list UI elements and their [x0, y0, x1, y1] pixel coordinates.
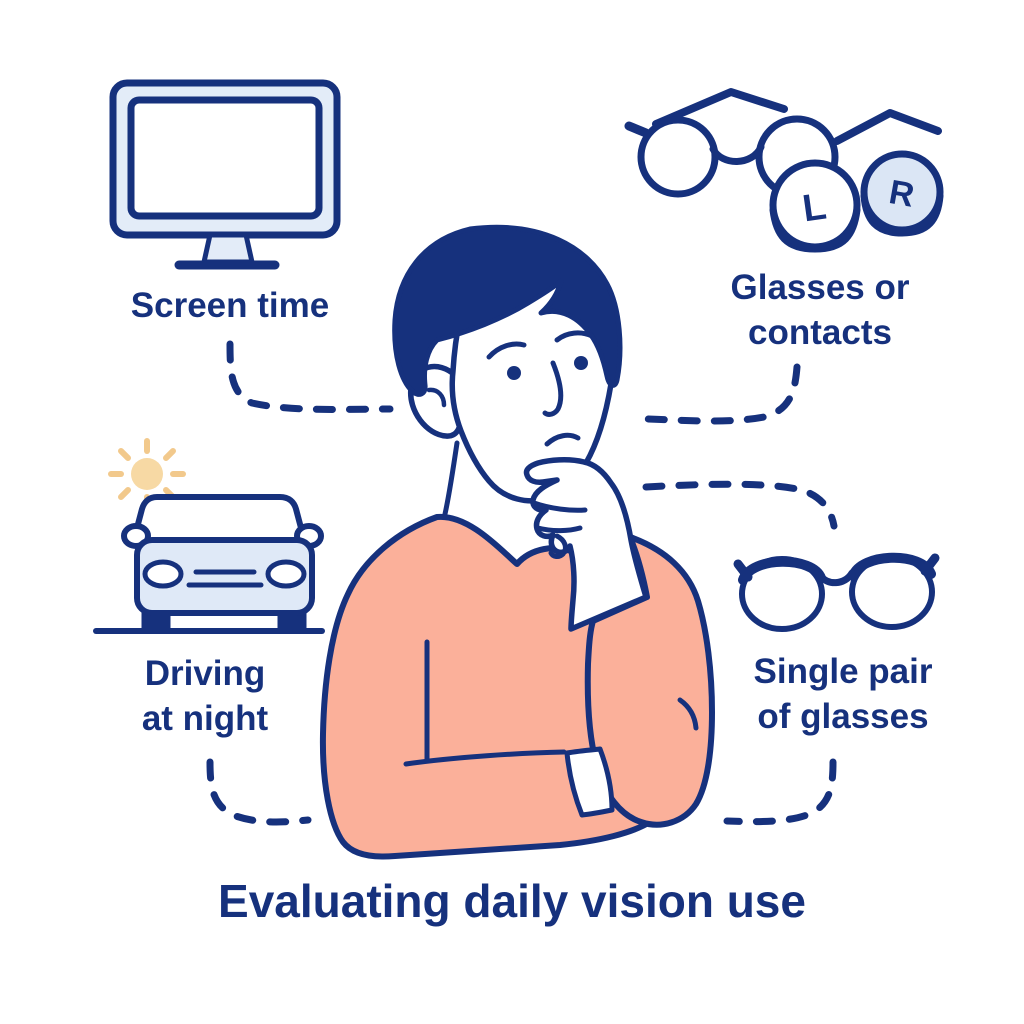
- eyebrow-right: [554, 330, 595, 343]
- connector-single-glasses-label: [723, 758, 837, 826]
- label-single-pair-of-glasses: Single pair of glasses: [753, 652, 933, 736]
- contact-lens-left-letter: L: [800, 186, 829, 231]
- glasses-tab-right: [920, 553, 940, 576]
- connector-driving-label: [206, 758, 312, 826]
- finger-lines: [531, 500, 588, 559]
- single-glasses-icon: [733, 552, 940, 632]
- person-arm: [584, 534, 715, 828]
- glasses-contacts-icon: R L: [624, 88, 944, 253]
- car-headlight-left: [142, 559, 184, 589]
- contact-lens-right-icon: R: [860, 150, 944, 237]
- thinking-person: [319, 224, 715, 860]
- mouth: [544, 432, 581, 447]
- car-headlight-right: [265, 559, 307, 589]
- monitor-icon: [109, 79, 341, 270]
- car-icon: [93, 494, 325, 634]
- eyebrow-left: [486, 341, 527, 360]
- connector-single-glasses: [642, 480, 838, 530]
- sweater-fold-horizontal: [403, 749, 567, 767]
- contact-lens-left-icon: L: [769, 159, 861, 253]
- label-glasses-or-contacts: Glasses or contacts: [730, 268, 910, 352]
- glasses-tab-left: [733, 559, 753, 582]
- glasses-bridge: [816, 569, 856, 587]
- elbow-crease: [677, 697, 699, 731]
- eye-right: [574, 356, 588, 370]
- person-left-hand: [564, 746, 615, 818]
- neck-line: [442, 440, 460, 517]
- connector-screen-time: [226, 340, 394, 413]
- sun-icon: [108, 438, 186, 510]
- dashed-connectors: [206, 340, 838, 826]
- label-driving-at-night: Driving at night: [141, 654, 269, 738]
- glasses-temple-right-icon: [833, 109, 942, 145]
- label-screen-time: Screen time: [130, 286, 330, 325]
- person-features: [442, 330, 595, 517]
- page-title: Evaluating daily vision use: [218, 875, 806, 927]
- car-body: [134, 537, 315, 616]
- glasses-hinge-icon: [624, 121, 651, 138]
- connector-glasses-contacts: [643, 363, 801, 425]
- nose: [542, 360, 564, 417]
- glasses-temple-left-icon: [652, 88, 788, 128]
- eye-left: [507, 366, 521, 380]
- glasses-bridge-icon: [709, 143, 765, 165]
- person-hair: [392, 224, 623, 397]
- car-windshield: [130, 494, 308, 546]
